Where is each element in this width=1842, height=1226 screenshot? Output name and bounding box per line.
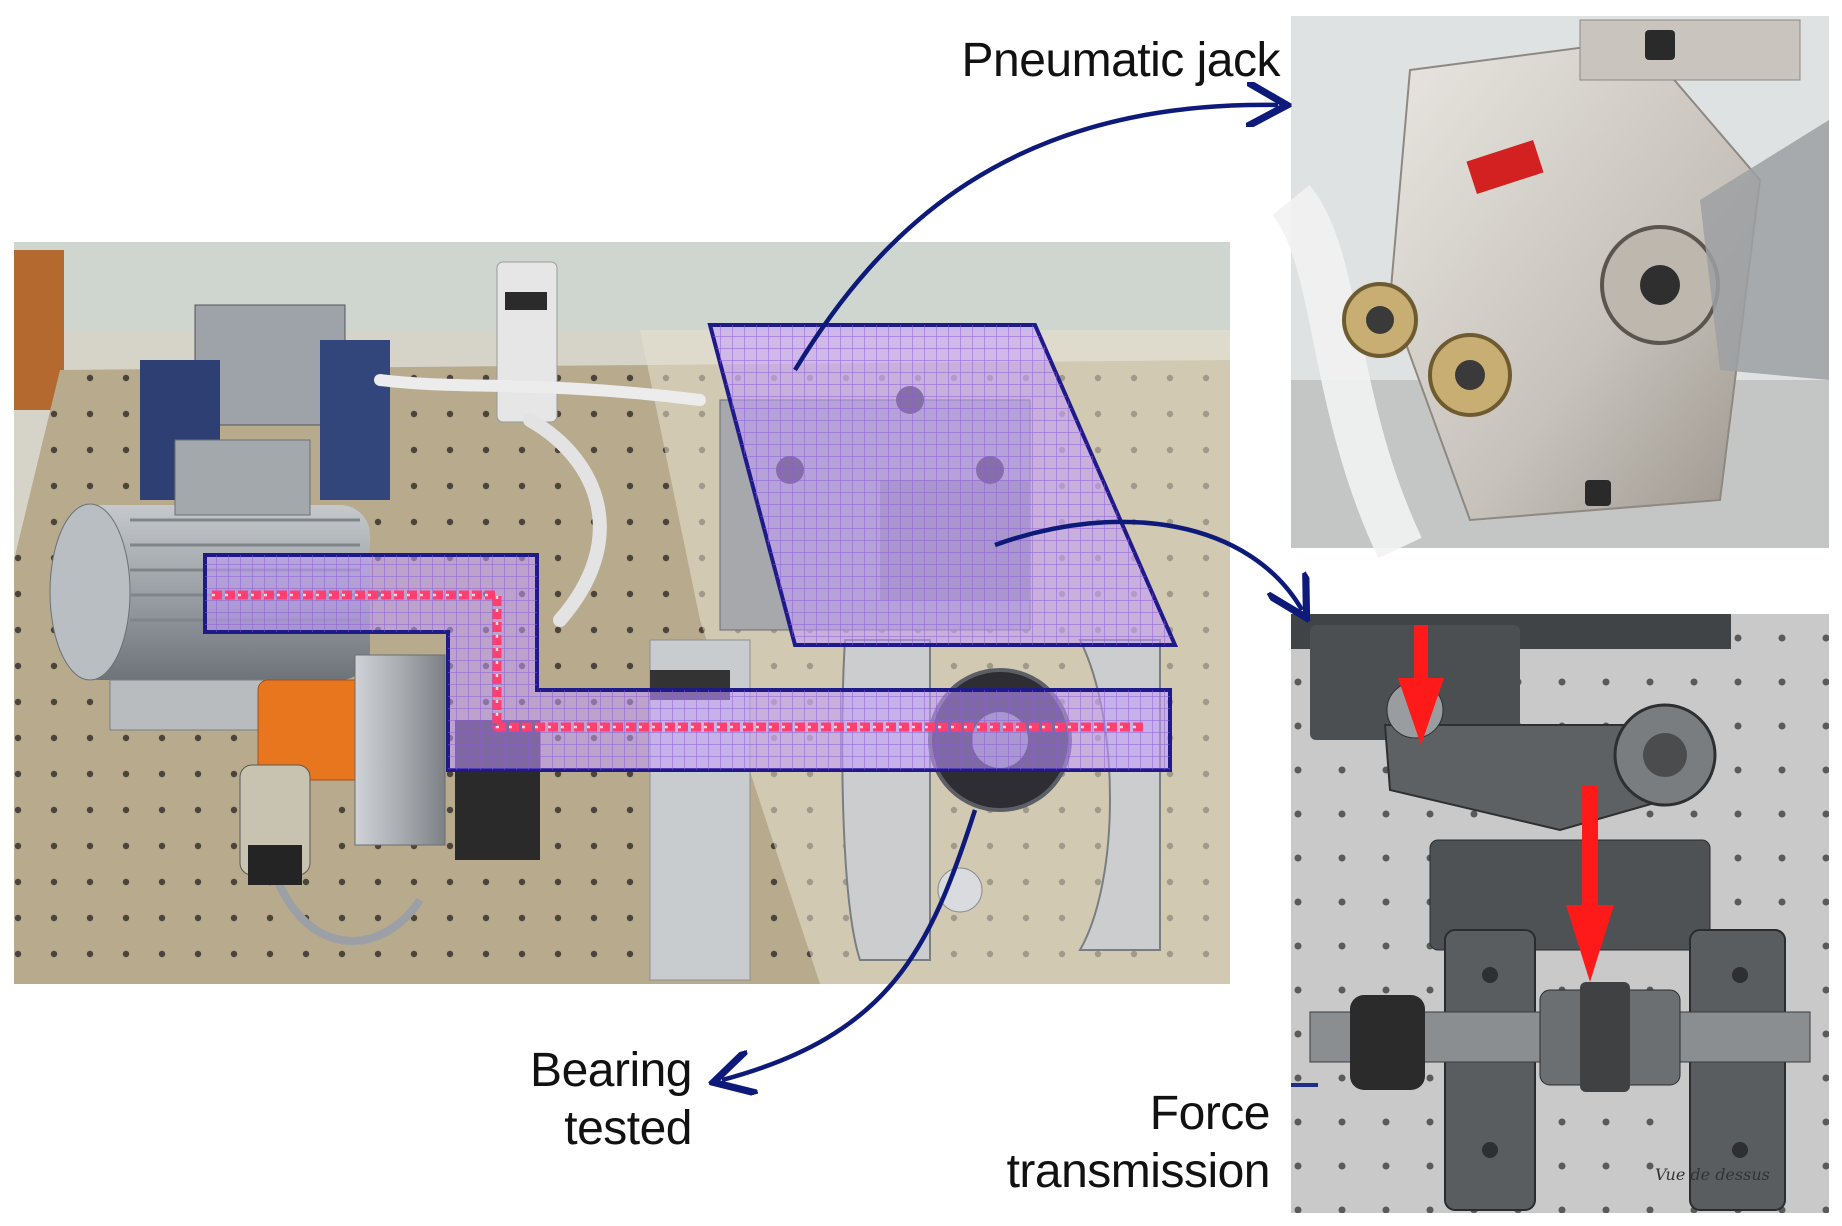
force-transmission-line1: Force bbox=[1149, 1087, 1271, 1140]
jack-bolt-head-2 bbox=[1585, 480, 1611, 506]
jack-region-grid bbox=[710, 325, 1175, 645]
cad-bolt-4 bbox=[1732, 1142, 1748, 1158]
test-bench-photo bbox=[14, 242, 1230, 984]
cad-watermark: Vue de dessus bbox=[1655, 1165, 1770, 1184]
sensor-cable bbox=[266, 858, 424, 945]
photo-wooden-shelf bbox=[14, 250, 64, 410]
bearing-tested-line1: Bearing bbox=[530, 1044, 692, 1097]
jack-bolt-head bbox=[1645, 30, 1675, 60]
force-transmission-arrow bbox=[994, 519, 1302, 610]
bearing-tested-label: Bearing tested bbox=[440, 1042, 692, 1158]
force-arrow-bottom bbox=[1566, 785, 1614, 982]
jack-top-bracket bbox=[1579, 19, 1801, 81]
force-transmission-cad: Vue de dessus bbox=[1291, 614, 1829, 1213]
pressure-regulator bbox=[496, 261, 558, 423]
jack-fitting-2-inner bbox=[1455, 360, 1485, 390]
cad-bearing-ring bbox=[1580, 982, 1630, 1092]
motor-terminal-box bbox=[174, 439, 311, 516]
force-arrow-top bbox=[1398, 625, 1444, 745]
force-transmission-label: Force transmission bbox=[930, 1085, 1271, 1201]
bearing-tested-line2: tested bbox=[564, 1102, 692, 1155]
force-transmission-line2: transmission bbox=[1006, 1145, 1271, 1198]
force-arrow-bottom-shaft bbox=[1582, 785, 1598, 910]
bearing-tested-arrow bbox=[722, 809, 978, 1080]
cad-bolt-2 bbox=[1482, 1142, 1498, 1158]
shaft-path-grid bbox=[205, 555, 1170, 770]
spiral-cable bbox=[1271, 184, 1422, 559]
motor-end-cap bbox=[49, 503, 131, 681]
pneumatic-tube bbox=[523, 413, 607, 627]
cad-right-housing bbox=[1689, 929, 1786, 1211]
pneumatic-jack-arrow bbox=[793, 105, 1278, 372]
cad-center-block bbox=[1429, 839, 1711, 951]
cad-left-housing bbox=[1444, 929, 1536, 1211]
coupling-block bbox=[354, 654, 446, 846]
jack-roller-hub bbox=[1640, 265, 1680, 305]
force-arrow-top-head bbox=[1398, 678, 1444, 745]
pneumatic-jack-text: Pneumatic jack bbox=[961, 34, 1281, 87]
pneumatic-tube-2 bbox=[374, 374, 706, 406]
encoder-connector bbox=[248, 845, 302, 885]
regulator-display bbox=[505, 292, 547, 310]
cad-nut-inner bbox=[1643, 733, 1687, 777]
shaft-axis-dots bbox=[212, 593, 1145, 729]
cad-bolt-1 bbox=[1482, 967, 1498, 983]
pneumatic-jack-photo bbox=[1271, 16, 1829, 559]
force-arrow-bottom-head bbox=[1566, 905, 1614, 982]
jack-red-label bbox=[1466, 140, 1544, 194]
jack-fitting-1-inner bbox=[1366, 306, 1394, 334]
cad-coupling bbox=[1350, 995, 1425, 1090]
force-arrow-top-shaft bbox=[1414, 625, 1428, 680]
cad-bolt-3 bbox=[1732, 967, 1748, 983]
blue-support-2 bbox=[320, 340, 390, 500]
pneumatic-jack-label: Pneumatic jack bbox=[900, 32, 1281, 90]
jack-arm bbox=[1700, 120, 1829, 380]
